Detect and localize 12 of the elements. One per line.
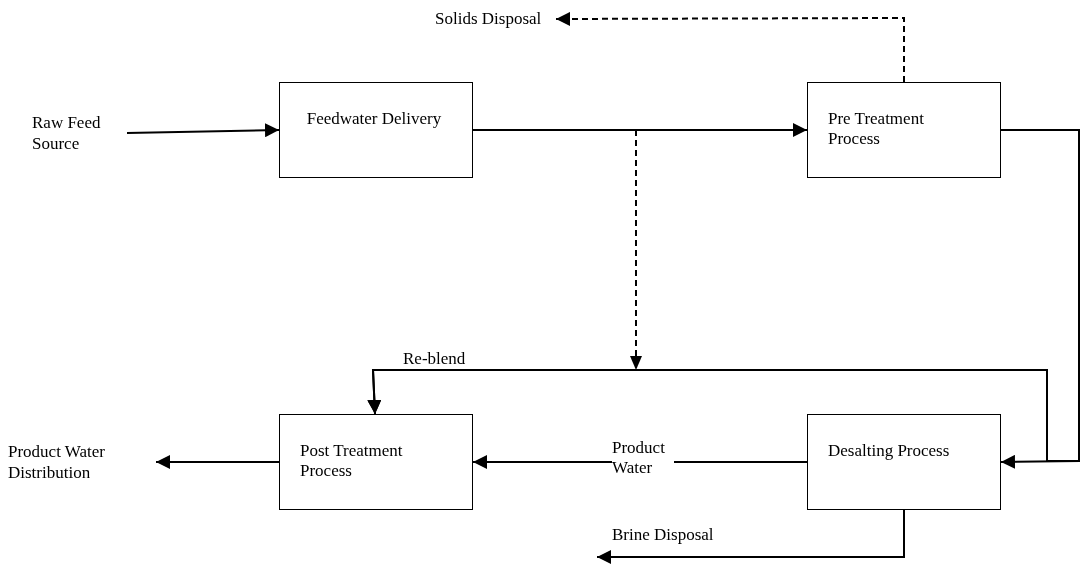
box-label: Feedwater Delivery	[305, 109, 443, 129]
flow-endpoint-text: Product Water Distribution	[8, 441, 153, 483]
box-label: Post Treatment Process	[300, 441, 404, 481]
process-box	[279, 414, 473, 510]
box-label: Pre Treatment Process	[828, 109, 925, 149]
flow-endpoint-text: Raw Feed Source	[32, 112, 124, 154]
process-box	[807, 414, 1001, 510]
box-label: Desalting Process	[828, 441, 951, 461]
edge-label: Brine Disposal	[612, 525, 714, 545]
flow-endpoint-text: Solids Disposal	[435, 8, 553, 30]
process-box	[279, 82, 473, 178]
process-box	[807, 82, 1001, 178]
